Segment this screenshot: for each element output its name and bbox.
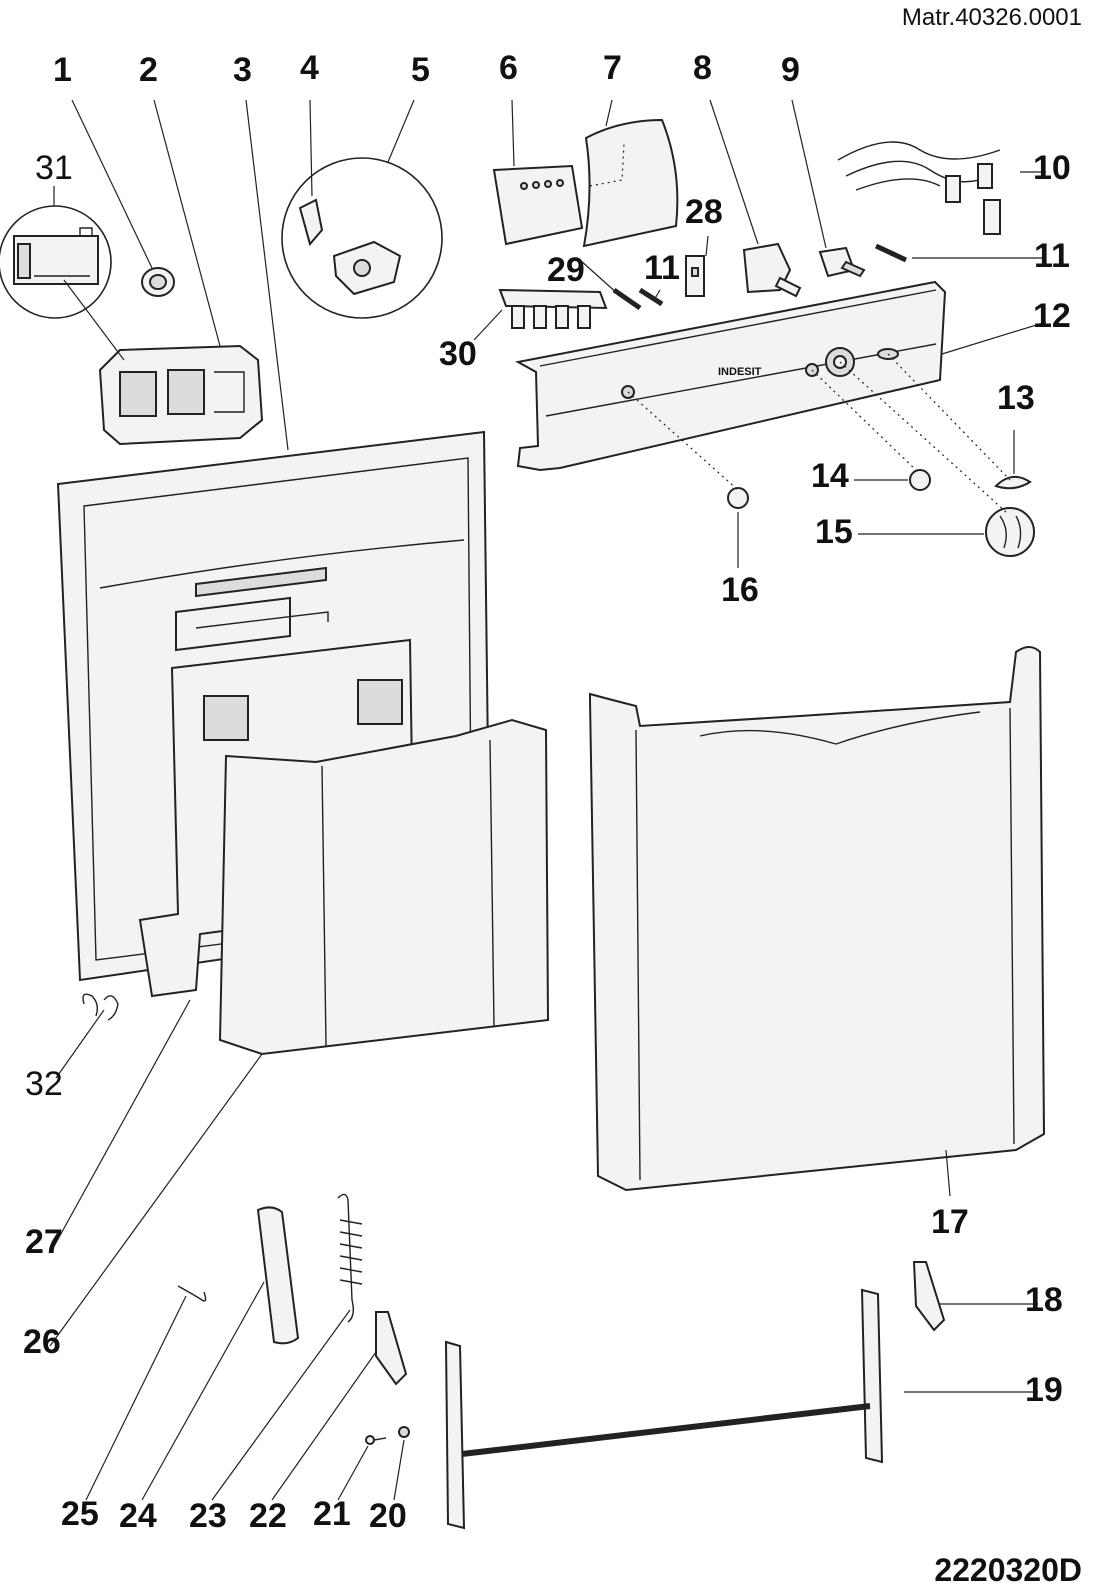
callout-30: 30 <box>439 335 477 373</box>
callout-2: 2 <box>139 51 158 89</box>
callout-6: 6 <box>499 49 518 87</box>
callout-18: 18 <box>1025 1281 1063 1319</box>
part-14-push-button <box>909 469 931 491</box>
callout-16: 16 <box>721 571 759 609</box>
callout-32: 32 <box>25 1065 63 1103</box>
callout-31: 31 <box>35 149 73 187</box>
callout-3: 3 <box>233 51 252 89</box>
callout-27: 27 <box>25 1223 63 1261</box>
callout-8: 8 <box>693 49 712 87</box>
part-21-screw <box>365 1435 387 1445</box>
callout-4: 4 <box>300 49 319 87</box>
part-16-push-button <box>727 487 749 509</box>
callout-5: 5 <box>411 51 430 89</box>
callout-12: 12 <box>1033 297 1071 335</box>
part-12-control-panel <box>515 280 947 472</box>
part-9-selector-switch <box>818 246 866 278</box>
part-15-program-knob <box>985 507 1035 557</box>
leader-lines <box>49 99 1047 1501</box>
part-5-door-lock-detail <box>281 157 443 319</box>
callout-21: 21 <box>313 1495 351 1533</box>
callout-20: 20 <box>369 1497 407 1535</box>
part-2-detergent-dispenser <box>98 344 264 446</box>
callout-22: 22 <box>249 1497 287 1535</box>
part-6-control-board <box>492 164 584 246</box>
part-19-hinge-bracket-bar <box>444 1288 884 1530</box>
brand-logo-text: INDESIT <box>718 366 762 378</box>
part-8-main-switch <box>742 242 802 298</box>
dotted-assembly-lines <box>627 353 1011 513</box>
part-26-inner-door-cover <box>218 718 550 1056</box>
callout-10: 10 <box>1033 149 1071 187</box>
part-31-pcb-module <box>0 205 112 319</box>
part-32-wire-clip <box>82 993 119 1021</box>
callout-15: 15 <box>815 513 853 551</box>
material-code: Matr.40326.0001 <box>901 4 1082 31</box>
part-17-outer-door-panel <box>589 646 1046 1192</box>
part-18-hinge-right <box>912 1261 946 1332</box>
callout-29: 29 <box>547 251 585 289</box>
part-11-indicator-lamp-right <box>874 243 908 263</box>
part-24-handle-strip <box>256 1206 300 1345</box>
callout-9: 9 <box>781 51 800 89</box>
part-29-indicator-lamp <box>612 287 642 311</box>
part-10-wiring-harness <box>837 141 1001 235</box>
part-20-nut <box>398 1426 410 1438</box>
part-11-indicator-lamp-left <box>638 287 664 307</box>
callout-25: 25 <box>61 1495 99 1533</box>
part-30-push-button-set <box>498 288 608 329</box>
callout-26: 26 <box>23 1323 61 1361</box>
callout-24: 24 <box>119 1497 157 1535</box>
callout-11b: 11 <box>644 249 680 287</box>
part-13-small-cap <box>994 475 1032 490</box>
callout-1: 1 <box>53 51 72 89</box>
callout-23: 23 <box>189 1497 227 1535</box>
part-22-hinge-left <box>375 1311 408 1386</box>
callout-14: 14 <box>811 457 849 495</box>
part-25-wire-pin <box>177 1285 207 1302</box>
callout-19: 19 <box>1025 1371 1063 1409</box>
part-23-door-spring <box>337 1193 363 1323</box>
callout-17: 17 <box>931 1203 969 1241</box>
drawing-number: 2220320D <box>934 1552 1082 1588</box>
callout-7: 7 <box>603 49 622 87</box>
part-1-round-knob <box>141 267 175 297</box>
callout-28: 28 <box>685 193 723 231</box>
part-28-small-bracket <box>685 255 705 297</box>
callout-13: 13 <box>997 379 1035 417</box>
part-7-insulation-sheet <box>582 118 679 248</box>
callout-11a: 11 <box>1034 237 1070 275</box>
